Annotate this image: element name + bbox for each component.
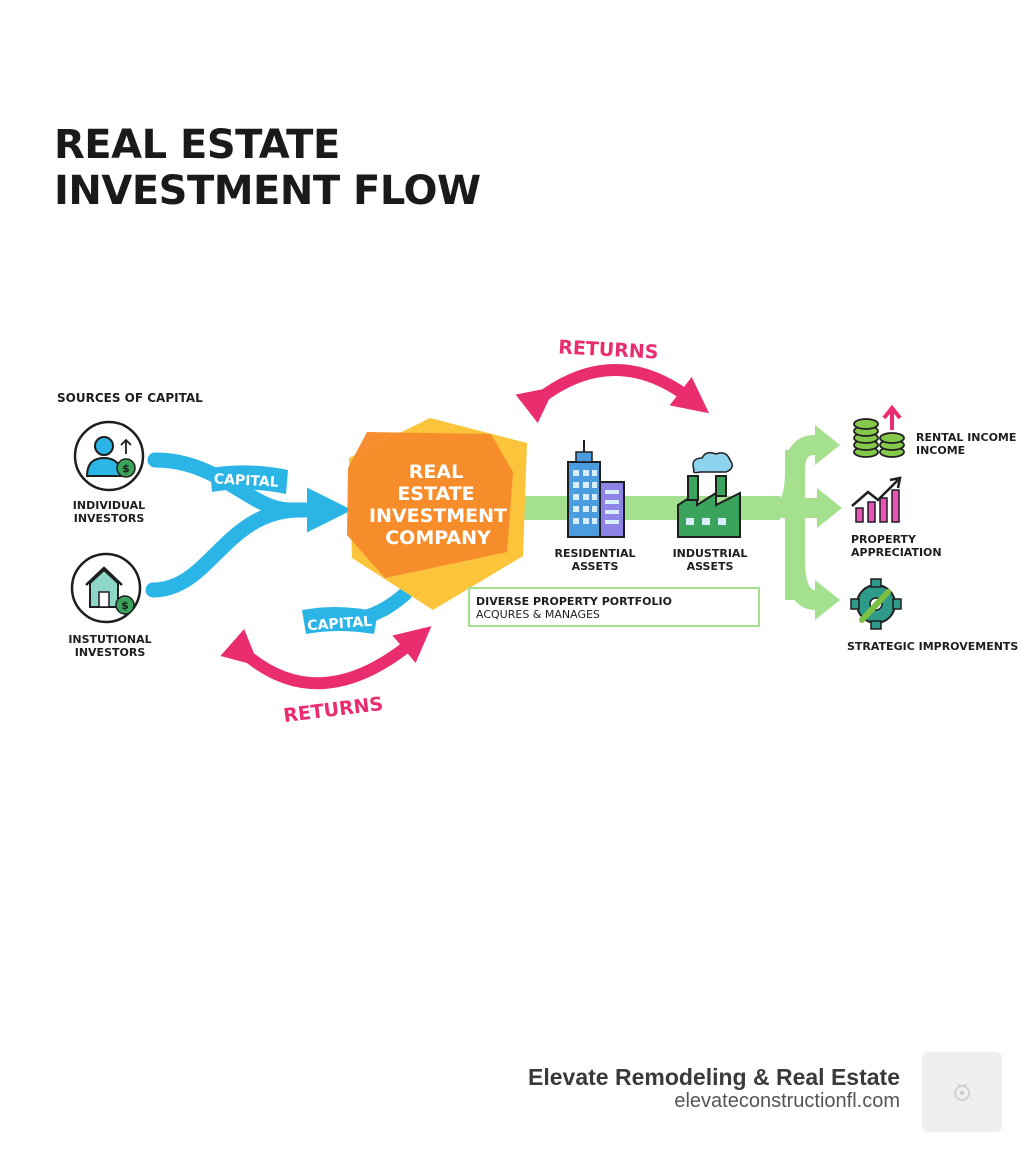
investor-person-dollar-icon: $ xyxy=(73,420,145,492)
company-label-4: COMPANY xyxy=(385,527,491,549)
company-label-3: INVESTMENT xyxy=(369,505,507,527)
portfolio-box xyxy=(468,587,760,627)
logo-badge xyxy=(922,1052,1002,1132)
institutional-investors-label-1: INSTUTIONAL xyxy=(68,633,151,646)
capital-label-top: CAPITAL xyxy=(213,471,279,490)
page-title: REAL ESTATE INVESTMENT FLOW xyxy=(54,122,481,214)
portfolio-subtitle: ACQURES & MANAGES xyxy=(476,608,600,621)
footer-company-name: Elevate Remodeling & Real Estate xyxy=(528,1064,900,1090)
capital-ribbon-top: CAPITAL xyxy=(210,465,288,494)
rental-income-label-1: RENTAL INCOME xyxy=(916,431,1016,444)
improvements-label: STRATEGIC IMPROVEMENTS xyxy=(847,640,1018,653)
coin-stack-icon xyxy=(853,404,905,458)
company-badge: REAL ESTATE INVESTMENT COMPANY xyxy=(347,418,527,610)
logo-icon xyxy=(954,1083,970,1101)
industrial-assets-label-2: ASSETS xyxy=(687,560,734,573)
returns-arrow-top xyxy=(515,364,710,424)
gear-wrench-icon xyxy=(850,578,902,630)
rental-income-label-2: INCOME xyxy=(916,444,965,457)
company-label-1: REAL xyxy=(409,461,463,483)
output-arrow-rental-head xyxy=(815,425,840,465)
capital-flow-arrow-institutional xyxy=(145,502,308,598)
residential-assets-label-1: RESIDENTIAL xyxy=(555,547,636,560)
output-arrow-improvements xyxy=(785,559,817,610)
capital-ribbon-bottom: CAPITAL xyxy=(302,606,378,634)
sources-heading: SOURCES OF CAPITAL xyxy=(57,391,203,405)
house-dollar-icon: $ xyxy=(70,552,142,624)
company-label-2: ESTATE xyxy=(397,483,474,505)
factory-icon xyxy=(677,451,741,538)
appreciation-label-2: APPRECIATION xyxy=(851,546,942,559)
output-arrow-improvements-head xyxy=(815,580,840,620)
individual-investors-label-1: INDIVIDUAL xyxy=(73,499,145,512)
returns-arrow-bottom xyxy=(220,626,432,690)
office-building-icon xyxy=(567,440,625,538)
svg-text:$: $ xyxy=(122,462,130,475)
growth-chart-icon xyxy=(851,476,902,523)
residential-assets-label-2: ASSETS xyxy=(572,560,619,573)
title-line-1: REAL ESTATE xyxy=(54,122,340,168)
footer-website[interactable]: elevateconstructionfl.com xyxy=(674,1090,900,1112)
output-arrow-appreciation-head xyxy=(817,488,842,528)
returns-label-top: RETURNS xyxy=(558,336,659,363)
institutional-investors-label-2: INVESTORS xyxy=(75,646,146,659)
portfolio-title: DIVERSE PROPERTY PORTFOLIO xyxy=(476,595,672,608)
title-line-2: INVESTMENT FLOW xyxy=(54,168,481,214)
individual-investors-label-2: INVESTORS xyxy=(74,512,145,525)
returns-label-bottom: RETURNS xyxy=(282,693,384,727)
appreciation-label-1: PROPERTY xyxy=(851,533,917,546)
svg-text:$: $ xyxy=(121,599,129,612)
industrial-assets-label-1: INDUSTRIAL xyxy=(673,547,748,560)
